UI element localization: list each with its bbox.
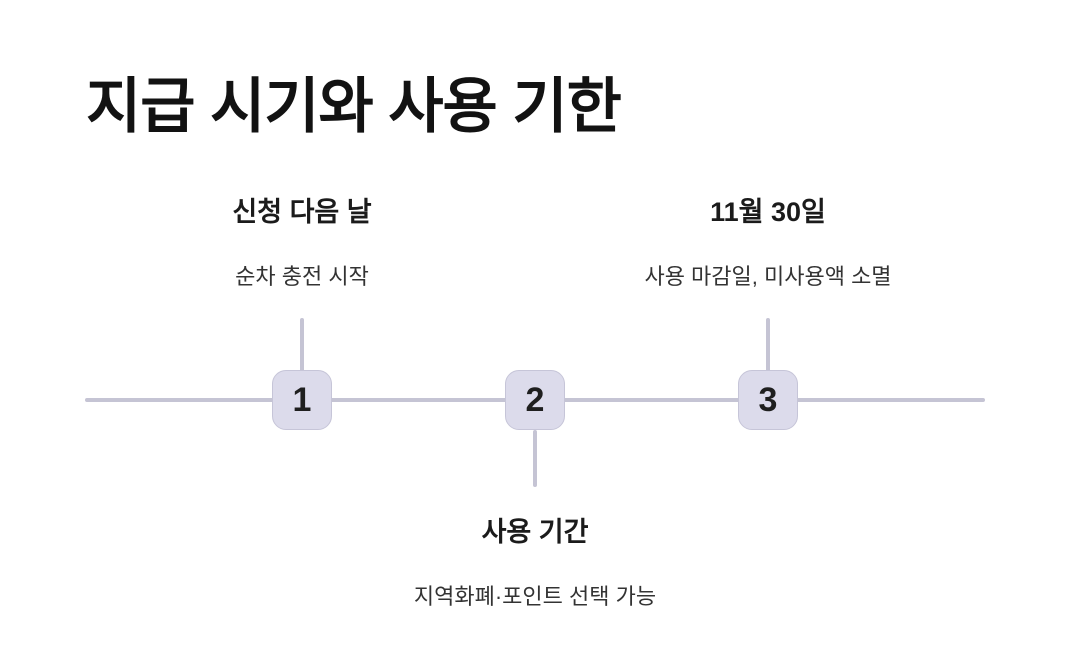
milestone-1-labels: 신청 다음 날 순차 충전 시작 <box>92 190 512 291</box>
milestone-node-2: 2 <box>505 370 565 430</box>
milestone-3-description: 사용 마감일, 미사용액 소멸 <box>644 264 892 289</box>
milestone-2-labels: 사용 기간 지역화폐·포인트 선택 가능 <box>325 510 745 611</box>
connector-milestone-3 <box>766 318 770 372</box>
milestone-node-3: 3 <box>738 370 798 430</box>
milestone-1-number: 1 <box>292 380 312 419</box>
milestone-3-number: 3 <box>758 380 778 419</box>
milestone-2-number: 2 <box>525 380 545 419</box>
milestone-1-description: 순차 충전 시작 <box>235 264 369 289</box>
milestone-node-1: 1 <box>272 370 332 430</box>
connector-milestone-2 <box>533 430 537 487</box>
milestone-2-description: 지역화폐·포인트 선택 가능 <box>413 584 657 609</box>
milestone-3-labels: 11월 30일 사용 마감일, 미사용액 소멸 <box>558 190 978 291</box>
connector-milestone-1 <box>300 318 304 372</box>
milestone-1-label: 신청 다음 날 <box>232 197 372 227</box>
page-title: 지급 시기와 사용 기한 <box>86 73 622 140</box>
milestone-2-label: 사용 기간 <box>481 517 589 547</box>
milestone-3-label: 11월 30일 <box>710 197 826 227</box>
